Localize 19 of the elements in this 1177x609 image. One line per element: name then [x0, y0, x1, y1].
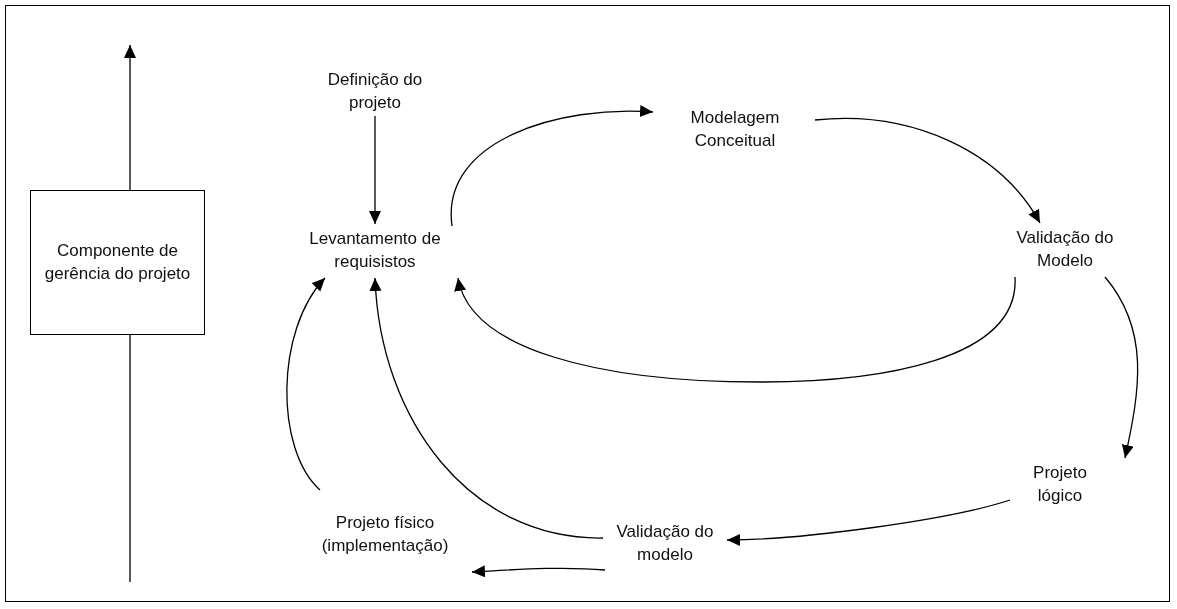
- arrow: [370, 277, 604, 539]
- arrow: [1104, 276, 1139, 459]
- arrow: [286, 277, 326, 491]
- step-label: Levantamento de requisistos: [300, 226, 450, 276]
- step-label: Validação do Modelo: [1000, 225, 1130, 275]
- step-label: Modelagem Conceitual: [655, 105, 815, 155]
- arrow: [471, 565, 606, 578]
- step-label: Validação do modelo: [605, 518, 725, 570]
- step-label: Definição do projeto: [310, 68, 440, 116]
- arrow: [451, 105, 654, 227]
- arrow: [814, 117, 1041, 224]
- step-label: Projeto lógico: [1010, 460, 1110, 510]
- process-box: [30, 190, 205, 335]
- arrow: [456, 276, 1016, 383]
- box-label: Componente de gerência do projeto: [43, 239, 192, 285]
- arrow: [726, 499, 1011, 546]
- arrow: [369, 115, 381, 225]
- step-label: Projeto físico (implementação): [300, 490, 470, 580]
- arrow: [124, 44, 136, 191]
